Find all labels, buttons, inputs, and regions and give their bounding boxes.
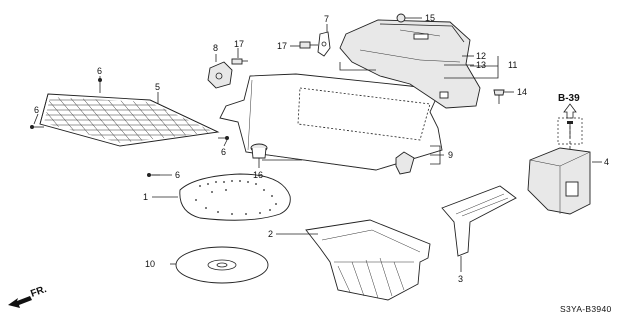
side-box [527, 126, 591, 215]
rear-panel-trim [339, 19, 481, 109]
callout-5: 5 [155, 82, 160, 92]
floor-lid-panel [179, 173, 291, 221]
callout-15: 15 [425, 13, 435, 23]
callout-6d: 6 [175, 170, 180, 180]
callout-2: 2 [268, 229, 273, 239]
callouts: 1 2 3 4 5 6 6 6 6 7 8 9 10 11 12 13 14 1… [34, 13, 609, 284]
callout-7: 7 [324, 14, 329, 24]
up-arrow-icon [563, 103, 577, 119]
callout-9: 9 [448, 150, 453, 160]
cargo-floor-board [219, 73, 443, 171]
front-direction-indicator: FR. [8, 284, 48, 308]
callout-1: 1 [143, 192, 148, 202]
callout-17a: 17 [234, 39, 244, 49]
bolt-part17-lower [231, 58, 248, 65]
callout-14: 14 [517, 87, 527, 97]
callout-8: 8 [213, 43, 218, 53]
callout-3: 3 [458, 274, 463, 284]
callout-6a: 6 [97, 66, 102, 76]
knob-part16 [250, 143, 268, 166]
callout-10: 10 [145, 259, 155, 269]
callout-6c: 6 [221, 147, 226, 157]
trim-clip-part8 [207, 61, 233, 89]
callout-4: 4 [604, 157, 609, 167]
callout-13: 13 [476, 60, 486, 70]
diagram-code: S3YA-B3940 [560, 304, 612, 314]
hook-part7 [317, 31, 331, 57]
cargo-net [39, 93, 220, 147]
reference-b39: B-39 [557, 93, 583, 145]
pin-part14 [493, 89, 505, 104]
small-holder [441, 185, 517, 257]
leader-lines [33, 17, 602, 272]
front-arrow-icon [8, 296, 32, 308]
callout-16: 16 [253, 170, 263, 180]
callout-6b: 6 [34, 105, 39, 115]
callout-17b: 17 [277, 41, 287, 51]
reference-label: B-39 [558, 93, 580, 104]
board-handle [395, 151, 415, 175]
bolt-part17-upper [299, 41, 318, 49]
storage-tray [305, 219, 431, 301]
spare-disc [175, 246, 269, 284]
callout-11: 11 [508, 60, 517, 70]
callout-12: 12 [476, 51, 486, 61]
front-label: FR. [29, 284, 48, 300]
clip-part15 [396, 13, 410, 23]
